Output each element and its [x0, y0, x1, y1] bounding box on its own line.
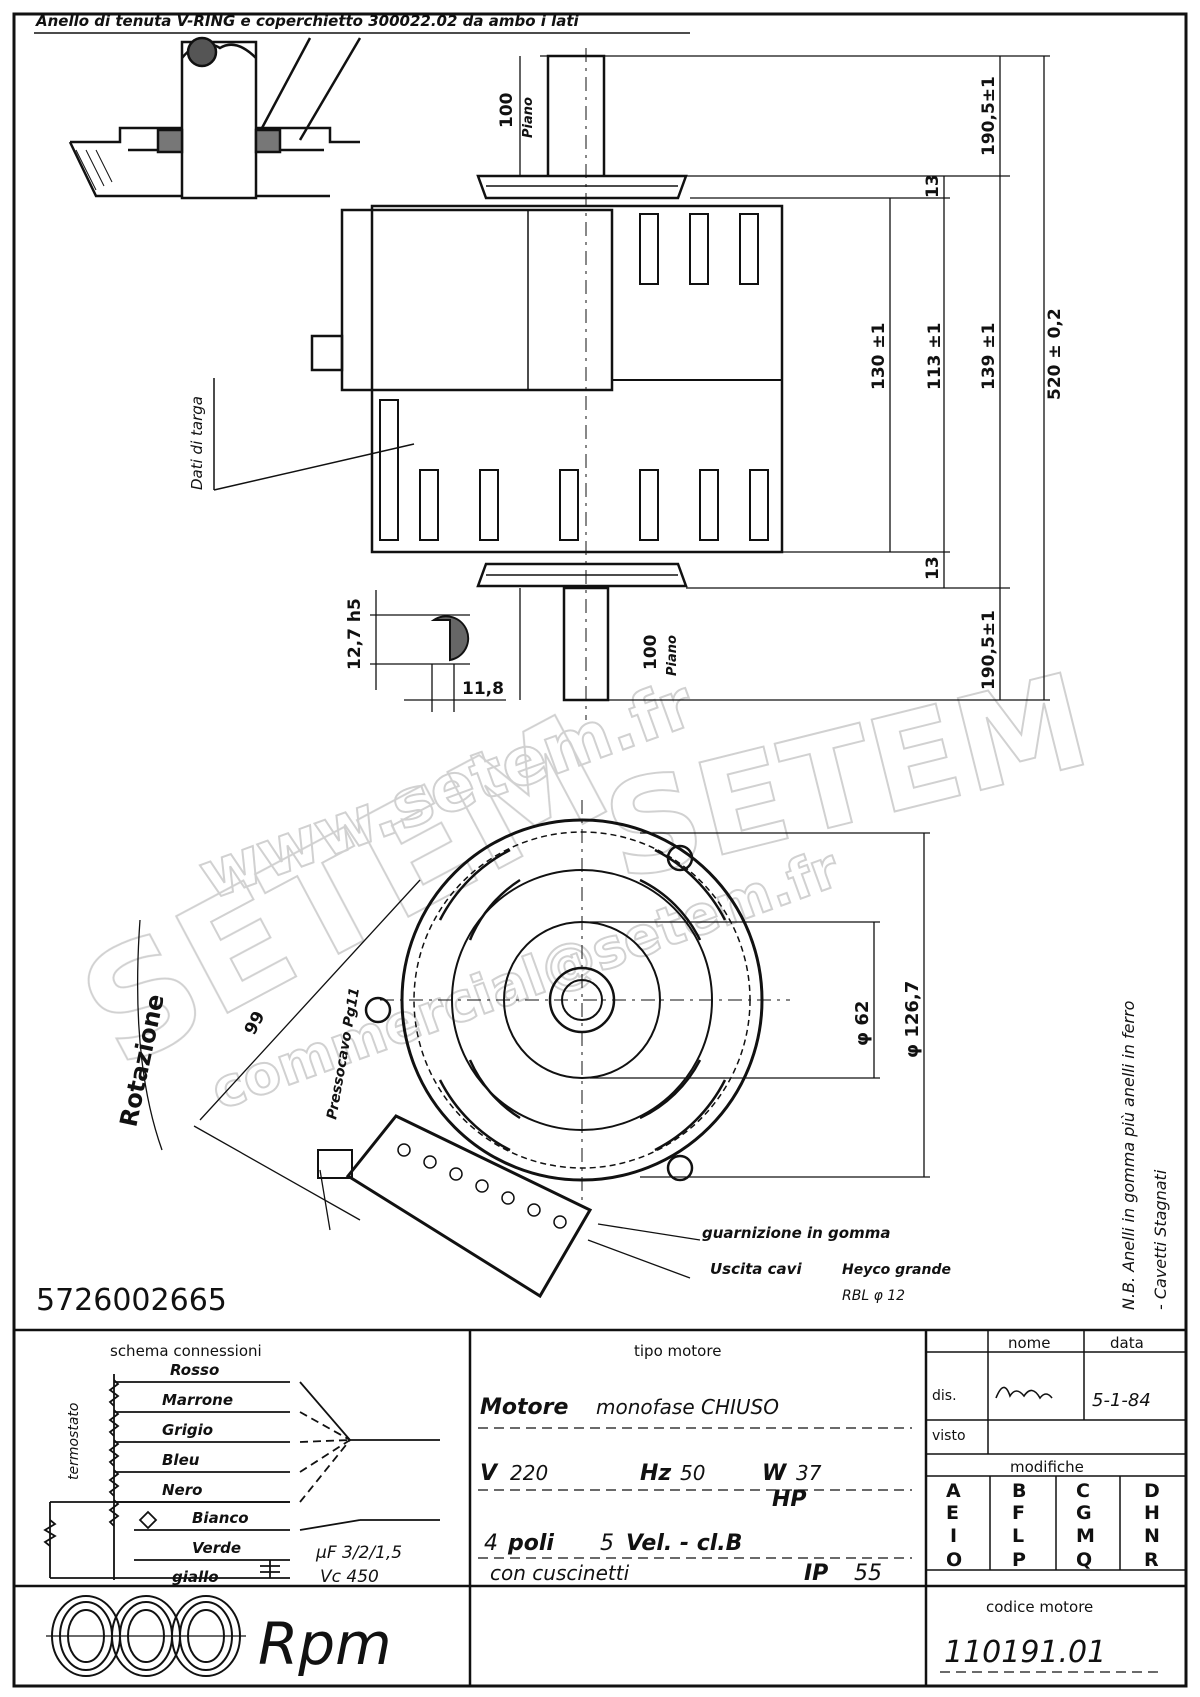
- wire-rosso: Rosso: [170, 1361, 219, 1379]
- hz-value: 50: [680, 1461, 705, 1485]
- dim-13-top: 13: [923, 174, 943, 198]
- mod-e: E: [946, 1502, 959, 1524]
- v-ring-detail: [68, 36, 362, 200]
- side-dimension-labels: 100 Piano 190,5±1 13 130 ±1 113 ±1 139 ±…: [497, 76, 1065, 690]
- mod-h: H: [1144, 1502, 1160, 1524]
- hp-key: HP: [772, 1487, 807, 1512]
- shaft-section: 12,7 h5 11,8: [345, 590, 506, 712]
- side-note-line1: N.B. Anelli in gomma più anelli in ferro: [1119, 1000, 1138, 1310]
- motor-type: tipo motore Motore monofase CHIUSO V 220…: [478, 1342, 912, 1586]
- mod-o: O: [946, 1549, 962, 1571]
- capacitance-label: μF 3/2/1,5: [315, 1543, 402, 1563]
- mod-a: A: [946, 1480, 961, 1502]
- ip-value: 55: [854, 1561, 882, 1586]
- mod-m: M: [1076, 1525, 1095, 1547]
- top-note-text: Anello di tenuta V-RING e coperchietto 3…: [35, 12, 580, 30]
- plate-label-text: Dati di targa: [188, 396, 206, 490]
- top-note: Anello di tenuta V-RING e coperchietto 3…: [34, 12, 690, 34]
- title-block-text: nome data dis. 5-1-84 visto modifiche A …: [932, 1334, 1160, 1673]
- dim-130: 130 ±1: [869, 323, 889, 390]
- mod-i: I: [950, 1525, 957, 1547]
- mod-c: C: [1076, 1480, 1090, 1502]
- mod-g: G: [1076, 1502, 1092, 1524]
- col-date: data: [1110, 1334, 1144, 1352]
- bearings-label: con cuscinetti: [490, 1561, 630, 1585]
- dim-126: φ 126,7: [902, 981, 923, 1058]
- ip-key: IP: [804, 1561, 828, 1586]
- voltage-key: V: [480, 1461, 499, 1486]
- title-block: [14, 1328, 1186, 1686]
- wire-giallo: giallo: [172, 1568, 219, 1586]
- dim-139: 139 ±1: [979, 323, 999, 390]
- motor-type-header: tipo motore: [634, 1342, 721, 1360]
- cable-exit-ref: RBL φ 12: [842, 1288, 905, 1304]
- logo-text: Rpm: [258, 1610, 392, 1678]
- wiring-diagram: schema connessioni termostato: [43, 1342, 440, 1587]
- signature: [995, 1386, 1053, 1400]
- dim-shaft-flat: 11,8: [462, 679, 504, 699]
- plate-label: Dati di targa: [188, 378, 415, 491]
- side-dimensions: [519, 55, 1050, 701]
- mod-q: Q: [1076, 1549, 1092, 1571]
- mod-b: B: [1012, 1480, 1026, 1502]
- wire-grigio: Grigio: [162, 1421, 213, 1439]
- drawing-number: 5726002665: [36, 1283, 227, 1318]
- cable-exit-note: Uscita cavi: [710, 1260, 802, 1278]
- dim-13-bottom: 13: [923, 556, 943, 580]
- code-label: codice motore: [986, 1598, 1093, 1616]
- wire-bleu: Bleu: [162, 1451, 200, 1469]
- sheet-border: [12, 12, 1188, 1688]
- speed-num: 5: [600, 1531, 614, 1556]
- dim-top-shaft: 100: [497, 92, 517, 128]
- hz-key: Hz: [640, 1461, 671, 1486]
- front-view: [317, 800, 790, 1299]
- dim-62: φ 62: [852, 1001, 873, 1046]
- watt-value: 37: [796, 1461, 822, 1485]
- poles-num: 4: [484, 1531, 498, 1556]
- thermostat-label: termostato: [66, 1403, 82, 1480]
- wire-verde: Verde: [192, 1539, 241, 1557]
- col-name: nome: [1008, 1334, 1051, 1352]
- dim-bottom-shaft: 100: [641, 634, 661, 670]
- cable-exit-brand: Heyco grande: [842, 1262, 951, 1278]
- mod-n: N: [1144, 1525, 1160, 1547]
- dim-520: 520 ± 0,2: [1045, 308, 1065, 400]
- watt-key: W: [762, 1461, 788, 1486]
- motor-line1-bold: Motore: [480, 1395, 568, 1420]
- speed-label: Vel. - cl.B: [626, 1531, 742, 1556]
- dim-shaft-dia: 12,7 h5: [345, 598, 365, 670]
- voltage-label: Vc 450: [320, 1567, 379, 1587]
- dim-bottom-piano: Piano: [665, 635, 680, 676]
- modifications-label: modifiche: [1010, 1458, 1084, 1476]
- row-drawn: dis.: [932, 1388, 957, 1404]
- voltage-value: 220: [510, 1461, 548, 1485]
- dim-top-piano: Piano: [521, 97, 536, 138]
- poles-label: poli: [507, 1531, 554, 1556]
- gasket-note: guarnizione in gomma: [702, 1224, 890, 1242]
- mod-l: L: [1012, 1525, 1024, 1547]
- front-dimensions: [136, 832, 930, 1279]
- side-note: N.B. Anelli in gomma più anelli in ferro…: [1119, 1000, 1170, 1310]
- code-value: 110191.01: [944, 1635, 1106, 1670]
- side-note-line2: - Cavetti Stagnati: [1151, 1169, 1170, 1310]
- rpm-logo: Rpm: [46, 1595, 392, 1678]
- mod-p: P: [1012, 1549, 1026, 1571]
- wire-marrone: Marrone: [162, 1391, 233, 1409]
- side-view: [310, 48, 784, 720]
- wire-bianco: Bianco: [192, 1509, 249, 1527]
- row-checked: visto: [932, 1428, 966, 1444]
- wiring-title: schema connessioni: [110, 1342, 262, 1360]
- watermark: SETEM SETEM www.setem.fr commercial@sete…: [54, 643, 1103, 1123]
- drawn-date: 5-1-84: [1092, 1390, 1151, 1411]
- mod-r: R: [1144, 1549, 1159, 1571]
- wire-nero: Nero: [162, 1481, 202, 1499]
- mod-f: F: [1012, 1502, 1025, 1524]
- mod-d: D: [1144, 1480, 1160, 1502]
- motor-line1-rest: monofase CHIUSO: [596, 1395, 779, 1419]
- dim-190-bottom: 190,5±1: [979, 610, 999, 690]
- dim-113: 113 ±1: [925, 323, 945, 390]
- dim-190-top: 190,5±1: [979, 76, 999, 156]
